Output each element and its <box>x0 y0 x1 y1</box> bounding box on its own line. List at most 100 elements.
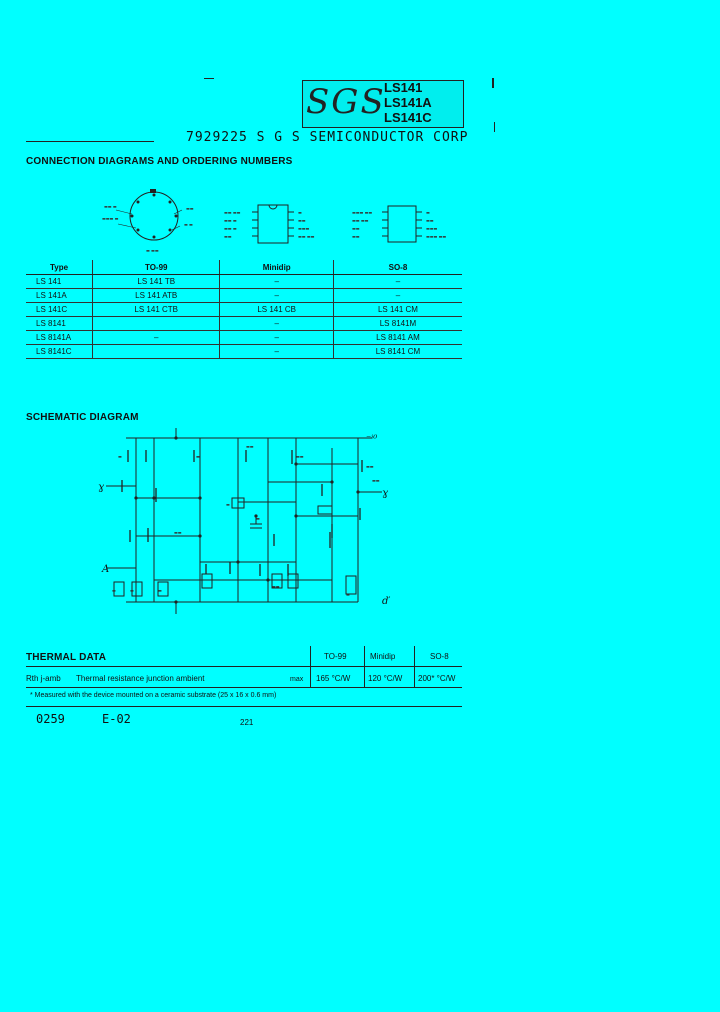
thermal-label: Thermal resistance junction ambient <box>76 674 205 683</box>
cell-to99: LS 141 ATB <box>91 288 220 303</box>
svg-text:▬▬: ▬▬ <box>298 218 306 223</box>
svg-text:▬▬: ▬▬ <box>272 584 280 589</box>
cell-type: LS 8141 <box>26 316 93 331</box>
svg-text:▬: ▬ <box>346 592 350 597</box>
cell-type: LS 8141C <box>26 344 93 359</box>
cell-so8: LS 141 CM <box>332 302 462 317</box>
cell-minidip: – <box>219 330 334 345</box>
thermal-value-so8: 200* °C/W <box>418 674 456 683</box>
sgs-logo: SGS <box>306 82 386 122</box>
table-row: LS 8141C – LS 8141 CM <box>26 344 462 359</box>
header-dash <box>204 78 214 79</box>
cell-so8: – <box>332 274 462 289</box>
svg-text:▬▬ ▬: ▬▬ ▬ <box>104 204 117 209</box>
svg-text:▬: ▬ <box>426 210 430 215</box>
svg-text:▬▬: ▬▬ <box>174 530 182 535</box>
cell-so8: – <box>332 288 462 303</box>
svg-text:▬: ▬ <box>226 502 230 507</box>
ordering-table: Type TO-99 Minidip SO-8 LS 141 LS 141 TB… <box>26 260 462 359</box>
thermal-col-divider-1 <box>310 646 311 688</box>
svg-text:A: A <box>101 564 109 575</box>
svg-text:▬ ▬▬: ▬ ▬▬ <box>146 248 159 253</box>
ordering-table-header: Type TO-99 Minidip SO-8 <box>26 260 462 275</box>
cell-minidip: – <box>219 344 334 359</box>
svg-text:▬▬: ▬▬ <box>186 206 194 211</box>
page-number: 221 <box>240 718 254 727</box>
svg-text:▬▬ ▬▬: ▬▬ ▬▬ <box>224 210 241 215</box>
svg-text:▬: ▬ <box>158 588 162 593</box>
thermal-col-divider-2 <box>364 646 365 688</box>
svg-text:▬: ▬ <box>196 454 200 459</box>
cell-to99: – <box>91 330 220 345</box>
logo-box <box>302 80 464 128</box>
so8-pinout-diagram: ▬▬▬ ▬▬▬▬ ▬▬▬▬▬▬ ▬▬▬▬▬▬▬▬▬ ▬▬ <box>352 205 446 243</box>
schematic-diagram: ▬▬▬▬ ▬▬▬▬▬▬ ▬▬▬▬ ▬▬▬ ▬▬▬ ɣA⁻ⁱ⁰ ɣď <box>98 428 391 614</box>
header-to99: TO-99 <box>91 260 220 275</box>
thermal-symbol: Rth j-amb <box>26 674 61 683</box>
cell-to99: LS 141 CTB <box>91 302 220 317</box>
thermal-col-divider-3 <box>414 646 415 688</box>
part-number-1: LS141 <box>384 80 423 95</box>
cell-type: LS 141C <box>26 302 93 317</box>
thermal-col-so8: SO-8 <box>430 652 449 661</box>
header-type: Type <box>26 260 93 275</box>
thermal-title: THERMAL DATA <box>26 652 107 663</box>
cell-minidip: – <box>219 288 334 303</box>
svg-text:▬: ▬ <box>130 588 134 593</box>
svg-text:▬: ▬ <box>112 588 116 593</box>
cell-so8: LS 8141M <box>332 316 462 331</box>
svg-text:⁻ⁱ⁰: ⁻ⁱ⁰ <box>366 434 377 445</box>
thermal-footnote: * Measured with the device mounted on a … <box>30 692 277 699</box>
connection-title: CONNECTION DIAGRAMS AND ORDERING NUMBERS <box>26 156 293 167</box>
svg-text:ď: ď <box>382 596 391 607</box>
thermal-col-minidip: Minidip <box>370 652 396 661</box>
svg-text:▬▬ ▬: ▬▬ ▬ <box>224 218 237 223</box>
svg-text:▬▬: ▬▬ <box>366 464 374 469</box>
part-number-2: LS141A <box>384 95 432 110</box>
svg-text:▬▬: ▬▬ <box>352 234 360 239</box>
thermal-value-to99: 165 °C/W <box>316 674 351 683</box>
svg-text:▬▬▬ ▬▬: ▬▬▬ ▬▬ <box>426 234 446 239</box>
footer-left-code: 0259 <box>36 712 65 726</box>
cell-minidip: LS 141 CB <box>219 302 334 317</box>
svg-text:▬▬: ▬▬ <box>296 454 304 459</box>
header-so8: SO-8 <box>332 260 462 275</box>
table-row: LS 141A LS 141 ATB – – <box>26 288 462 303</box>
svg-text:▬: ▬ <box>118 454 122 459</box>
table-row: LS 141C LS 141 CTB LS 141 CB LS 141 CM <box>26 302 462 317</box>
svg-text:ɣ: ɣ <box>382 488 388 499</box>
thermal-footer-rule <box>26 706 462 707</box>
cell-so8: LS 8141 AM <box>332 330 462 345</box>
svg-text:▬▬: ▬▬ <box>246 444 254 449</box>
cell-to99 <box>91 316 220 331</box>
svg-text:▬ ▬: ▬ ▬ <box>184 222 193 227</box>
svg-text:▬▬ ▬▬: ▬▬ ▬▬ <box>298 234 315 239</box>
cell-type: LS 141A <box>26 288 93 303</box>
svg-text:▬▬: ▬▬ <box>426 218 434 223</box>
svg-text:ɣ: ɣ <box>98 482 104 493</box>
header-minidip: Minidip <box>219 260 334 275</box>
thermal-qualifier: max <box>290 676 304 683</box>
table-row: LS 8141 – LS 8141M <box>26 316 462 331</box>
svg-text:▬▬: ▬▬ <box>372 478 380 483</box>
svg-text:▬▬▬: ▬▬▬ <box>298 226 310 231</box>
footer-mid-code: E-02 <box>102 712 131 726</box>
margin-mark <box>492 78 494 88</box>
svg-text:▬▬ ▬: ▬▬ ▬ <box>224 226 237 231</box>
cell-so8: LS 8141 CM <box>332 344 462 359</box>
to99-pinout-diagram: ▬▬ ▬▬▬▬ ▬ ▬▬▬ ▬ ▬ ▬▬ <box>102 189 194 253</box>
thermal-value-minidip: 120 °C/W <box>368 674 403 683</box>
table-row: LS 141 LS 141 TB – – <box>26 274 462 289</box>
cell-to99: LS 141 TB <box>91 274 220 289</box>
minidip-pinout-diagram: ▬▬ ▬▬▬▬ ▬▬▬ ▬▬▬ ▬▬▬▬▬▬▬▬ ▬▬ <box>224 204 315 244</box>
svg-text:▬▬▬ ▬: ▬▬▬ ▬ <box>102 216 119 221</box>
svg-text:▬: ▬ <box>298 210 302 215</box>
part-number-3: LS141C <box>384 110 432 125</box>
table-row: LS 8141A – – LS 8141 AM <box>26 330 462 345</box>
schematic-title: SCHEMATIC DIAGRAM <box>26 412 139 423</box>
company-line: 7929225 S G S SEMICONDUCTOR CORP <box>186 130 469 145</box>
thermal-header-rule <box>26 666 462 667</box>
svg-text:▬▬: ▬▬ <box>224 234 232 239</box>
thermal-row-rule <box>26 687 462 688</box>
header-rule <box>26 141 154 142</box>
